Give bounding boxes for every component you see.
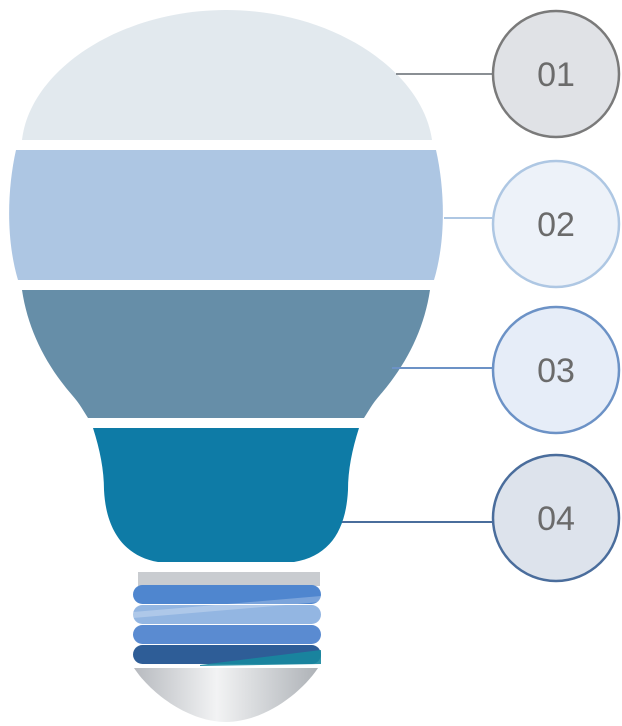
step-marker-3: 03 <box>491 305 621 435</box>
step-marker-2: 02 <box>491 159 621 289</box>
thread-highlight <box>133 596 321 618</box>
step-circle-2 <box>491 159 621 289</box>
thread-ring-2 <box>133 605 321 624</box>
bulb-segment-3 <box>22 290 430 418</box>
step-circle-3 <box>491 305 621 435</box>
step-number-2: 02 <box>537 206 575 244</box>
step-number-1: 01 <box>537 56 575 94</box>
bulb-segment-4 <box>93 428 359 562</box>
step-circle-4 <box>491 453 621 583</box>
thread-highlight-2 <box>200 650 321 666</box>
bulb-tip <box>134 668 318 722</box>
step-marker-1: 01 <box>491 9 621 139</box>
thread-ring-1 <box>133 585 321 604</box>
base-collar <box>138 572 320 586</box>
bulb-base <box>133 572 321 722</box>
bulb-segment-2 <box>9 150 443 280</box>
step-number-3: 03 <box>537 352 575 390</box>
step-number-4: 04 <box>537 500 575 538</box>
step-marker-4: 04 <box>491 453 621 583</box>
step-circle-1 <box>491 9 621 139</box>
bulb-segment-1 <box>22 10 432 140</box>
thread-ring-3 <box>133 625 321 644</box>
